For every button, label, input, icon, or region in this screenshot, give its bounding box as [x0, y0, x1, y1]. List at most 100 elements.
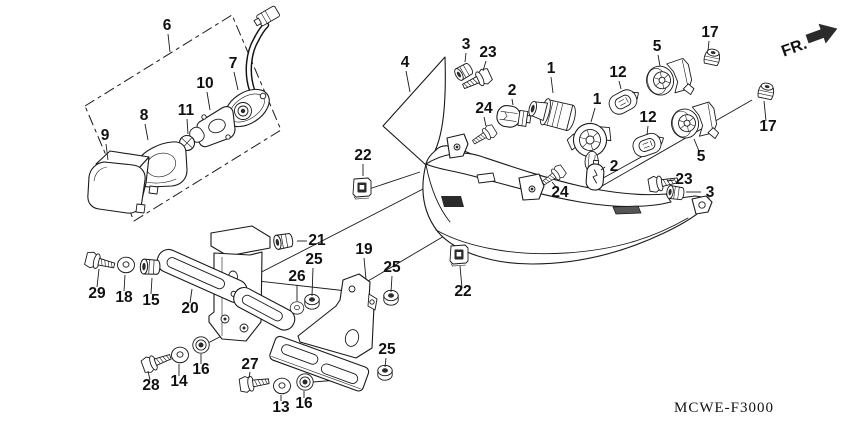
part-ref-label: 12 [639, 109, 656, 126]
leader-line [248, 371, 251, 379]
diagram-code: MCWE-F3000 [674, 400, 774, 416]
part-ref-label: 17 [701, 24, 718, 41]
part-3-collar [452, 61, 475, 83]
part-24-screw [469, 122, 499, 149]
leader-line [483, 116, 487, 127]
part-16-nut [192, 336, 210, 354]
part-25-nut [304, 293, 320, 310]
part-ref-label: 9 [101, 127, 110, 144]
leader-line [96, 268, 100, 288]
leader-line [311, 267, 314, 297]
part-ref-label: 18 [115, 289, 133, 306]
part-ref-label: 26 [288, 268, 306, 285]
leader-line [123, 274, 126, 292]
part-ref-label: 22 [454, 283, 471, 300]
leader-line [482, 60, 487, 72]
part-ref-label: 3 [706, 184, 715, 201]
part-ref-label: 7 [229, 55, 238, 72]
part-ref-label: 8 [140, 107, 149, 124]
part-ref-label: 1 [593, 91, 602, 108]
leader-line [618, 80, 622, 90]
part-ref-label: 14 [170, 373, 188, 390]
part-25-nut [377, 364, 393, 381]
part-ref-label: 13 [272, 399, 290, 416]
part-10-base-plate [196, 106, 236, 148]
part-ref-label: 4 [401, 54, 410, 71]
part-1-socket-side [528, 98, 576, 131]
part-17-grommet [702, 47, 722, 67]
part-ref-label: 23 [675, 171, 693, 188]
fr-direction-arrow: FR. [779, 23, 838, 61]
leader-line [150, 277, 153, 295]
part-ref-label: 25 [378, 341, 396, 358]
part-ref-label: 27 [241, 356, 258, 373]
part-ref-label: 15 [142, 292, 160, 309]
leader-line [511, 98, 514, 106]
part-19-slot-plate [269, 335, 370, 392]
part-1-socket-rear [566, 122, 612, 172]
part-22-clip-nut [352, 177, 372, 200]
fr-label: FR. [779, 36, 809, 61]
part-ref-label: 6 [163, 17, 172, 34]
connector-line [368, 171, 421, 190]
part-ref-label: 22 [354, 147, 371, 164]
part-27-bolt [238, 372, 271, 394]
part-ref-label: 2 [610, 158, 619, 175]
part-ref-label: 24 [475, 100, 493, 117]
tray-tab [476, 172, 496, 184]
part-25-nut [383, 289, 399, 306]
leader-line [167, 33, 171, 53]
part-ref-label: 16 [192, 361, 210, 378]
fender-vent-slot [441, 196, 464, 207]
leader-line [144, 123, 149, 141]
part-5-socket [668, 100, 720, 147]
leader-line [600, 166, 606, 171]
fender-tip-tab [691, 195, 713, 215]
part-2-bulb-vertical [585, 159, 605, 191]
connector-line [601, 99, 753, 187]
leader-line [551, 181, 558, 189]
part-ref-label: 25 [383, 259, 401, 276]
part-15-collar [139, 258, 161, 276]
part-12-gasket [605, 84, 645, 118]
part-ref-label: 17 [759, 118, 776, 135]
part-ref-label: 25 [305, 251, 323, 268]
part-ref-label: 10 [196, 75, 213, 92]
part-19-license-bracket [269, 273, 378, 392]
fender-left-mount-tab [446, 133, 469, 159]
part-ref-label: 19 [355, 241, 373, 258]
leader-line [363, 257, 367, 280]
part-ref-label: 23 [479, 44, 497, 61]
part-14-washer [171, 346, 189, 364]
part-ref-label: 12 [609, 64, 626, 81]
part-ref-label: 1 [547, 60, 556, 77]
leader-line [693, 138, 700, 152]
part-17-grommet [756, 81, 776, 101]
leader-line [459, 265, 463, 289]
part-ref-label: 11 [178, 102, 195, 119]
part-20-lower-slot-arm [233, 286, 296, 331]
part-26-washer [289, 301, 305, 315]
part-16-nut [296, 373, 314, 391]
leader-line [206, 91, 211, 111]
part-20-upper-slot-arm [156, 248, 248, 304]
leader-line [189, 288, 193, 304]
leader-line [666, 179, 675, 182]
fender-right-slot [612, 205, 642, 215]
part-13-washer [273, 377, 291, 395]
leader-line [763, 100, 767, 122]
part-ref-label: 2 [508, 82, 517, 99]
part-ref-label: 28 [142, 377, 160, 394]
leader-line [707, 40, 710, 52]
leader-line [590, 107, 596, 123]
leader-line [147, 370, 151, 381]
part-29-bolt [83, 250, 117, 274]
part-2-bulb-horizontal [495, 103, 533, 131]
part-9-lens [87, 150, 150, 214]
part-ref-label: 16 [295, 395, 313, 412]
part-12-gasket [629, 128, 668, 160]
leader-line [550, 76, 554, 94]
